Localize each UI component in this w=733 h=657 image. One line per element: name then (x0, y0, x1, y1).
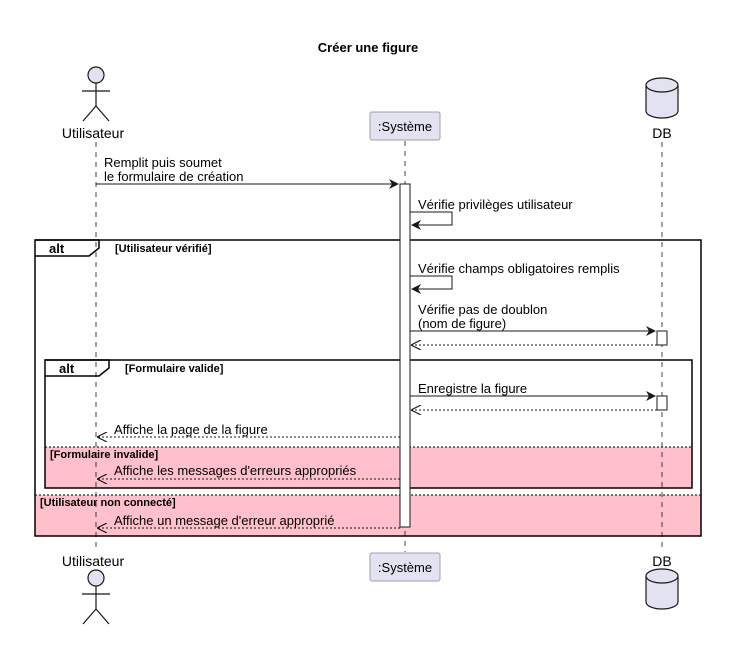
message-7-label: Affiche les messages d'erreurs approprié… (114, 463, 357, 478)
participant-db-label-bottom: DB (652, 553, 671, 569)
message-6-label: Affiche la page de la figure (114, 422, 268, 437)
message-2-arrow (410, 211, 453, 230)
participant-system-bottom (369, 552, 441, 582)
message-4-line-2: (nom de figure) (418, 316, 506, 331)
participant-system-top (369, 111, 441, 141)
outer-alt-keyword: alt (49, 241, 65, 256)
database-db-top-icon (645, 77, 679, 119)
actor-user-label-bottom: Utilisateur (62, 553, 125, 569)
db-activation-bar-2 (656, 395, 668, 411)
diagram-title: Créer une figure (318, 40, 418, 55)
inner-alt-keyword: alt (59, 361, 75, 376)
message-1-line-1: Remplit puis soumet (104, 155, 222, 170)
database-db-bottom-icon (645, 568, 679, 610)
message-2-label: Vérifie privilèges utilisateur (418, 197, 573, 212)
participant-system-label-top: :Système (378, 119, 432, 134)
actor-head (87, 66, 105, 84)
db-activation-bar-1 (656, 330, 668, 346)
message-8-label: Affiche un message d'erreur approprié (114, 513, 334, 528)
message-5-label: Enregistre la figure (418, 381, 527, 396)
message-3-arrow (410, 275, 453, 294)
outer-else-region (35, 495, 701, 536)
outer-alt-frame (34, 239, 702, 537)
actor-user-top (82, 66, 110, 122)
inner-alt-guard-2: [Formulaire invalide] (50, 449, 159, 461)
outer-alt-tab (35, 239, 100, 257)
system-activation-bar (399, 183, 411, 528)
actor-user-bottom (82, 569, 110, 625)
actor-head (87, 569, 105, 587)
inner-else-region (45, 447, 692, 488)
inner-alt-guard-1: [Formulaire valide] (125, 363, 224, 375)
inner-alt-frame (44, 359, 693, 489)
message-3-label: Vérifie champs obligatoires remplis (418, 261, 620, 276)
actor-user-label-top: Utilisateur (62, 125, 125, 141)
inner-alt-tab (45, 359, 110, 377)
message-1-line-2: le formulaire de création (104, 169, 243, 184)
outer-alt-guard-2: [Utilisateur non connecté] (40, 497, 176, 509)
participant-db-label-top: DB (652, 125, 671, 141)
participant-system-label-bottom: :Système (378, 560, 432, 575)
outer-alt-guard-1: [Utilisateur vérifié] (115, 243, 212, 255)
message-4-line-1: Vérifie pas de doublon (418, 302, 547, 317)
